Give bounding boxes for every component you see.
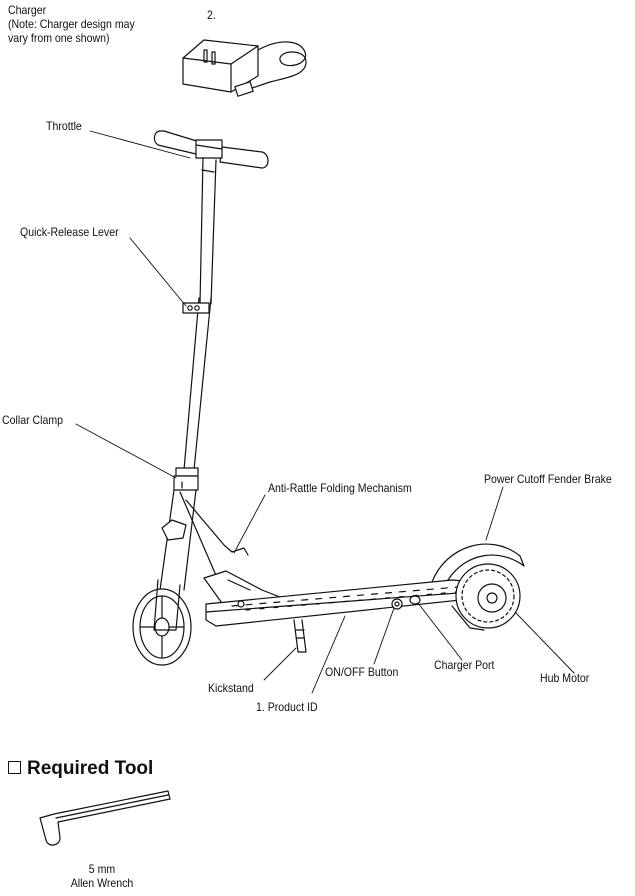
checkbox-icon	[8, 761, 21, 774]
kickstand	[293, 619, 307, 653]
hub-motor-label: Hub Motor	[540, 671, 590, 685]
product-id-label: 1. Product ID	[256, 700, 318, 714]
charger-illustration	[182, 39, 307, 97]
allen-wrench-illustration	[39, 790, 171, 846]
handlebar	[153, 130, 269, 169]
fender-brake-label: Power Cutoff Fender Brake	[484, 472, 612, 486]
charger-port-label: Charger Port	[434, 658, 495, 672]
required-tool-heading: Required Tool	[8, 758, 153, 780]
tool-caption: 5 mm Allen Wrench	[51, 862, 153, 890]
deck-controls	[391, 595, 421, 610]
quick-release-label: Quick-Release Lever	[20, 225, 119, 239]
throttle-label: Throttle	[46, 119, 82, 133]
tool-size: 5 mm	[88, 862, 116, 876]
charger-title: Charger	[8, 3, 47, 17]
anti-rattle-label: Anti-Rattle Folding Mechanism	[268, 481, 412, 495]
leader-lines	[75, 130, 575, 694]
kickstand-label: Kickstand	[208, 681, 254, 695]
charger-number: 2.	[207, 8, 216, 22]
collar-clamp	[173, 467, 199, 491]
head-tube	[159, 489, 281, 607]
tool-name: Allen Wrench	[70, 876, 134, 890]
charger-note-line-1: (Note: Charger design may	[8, 17, 135, 31]
rear-wheel	[431, 543, 525, 631]
collar-clamp-label: Collar Clamp	[2, 413, 64, 427]
charger-label: Charger (Note: Charger design may vary f…	[8, 3, 135, 45]
required-tool-title: Required Tool	[27, 758, 154, 779]
charger-note-line-2: vary from one shown)	[8, 31, 110, 45]
stem	[183, 157, 217, 471]
on-off-button-label: ON/OFF Button	[325, 665, 399, 679]
quick-release-lever	[182, 302, 210, 314]
front-wheel	[132, 579, 192, 666]
